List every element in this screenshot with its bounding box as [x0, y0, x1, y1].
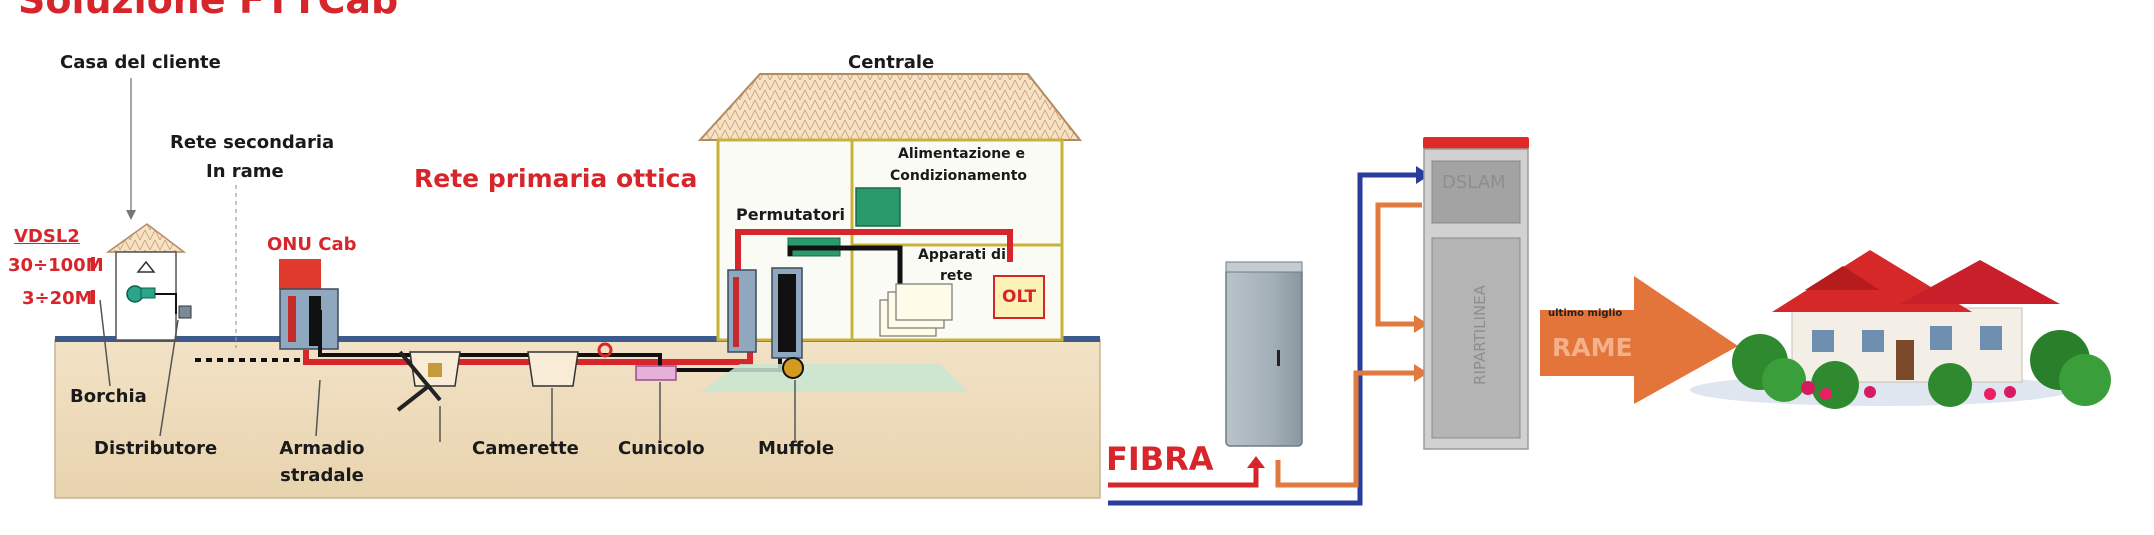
arrow-icon [1414, 364, 1428, 382]
distributore-pointer [159, 319, 179, 437]
label-armadio: Armadio [279, 438, 365, 459]
label-ripartilinea: RIPARTILINEA [1471, 285, 1489, 385]
arrow-icon [1247, 456, 1265, 468]
customer-house-icon [105, 223, 192, 341]
label-rete-primaria-ottica: Rete primaria ottica [414, 164, 698, 193]
label-speed-down: 30÷100M [8, 255, 104, 276]
dslam-rack-icon [1423, 137, 1529, 450]
label-vdsl2: VDSL2 [14, 226, 80, 247]
street-cabinet-icon [1225, 261, 1303, 447]
armadio-pointer [315, 379, 321, 437]
arrow-icon [1416, 166, 1430, 184]
label-rete: rete [940, 268, 973, 284]
onu-cab-cabinet-icon [279, 259, 339, 350]
loop-icon [597, 342, 613, 358]
arrow-icon [126, 210, 136, 220]
label-cunicolo: Cunicolo [618, 438, 705, 459]
label-borchia: Borchia [70, 386, 147, 407]
label-in-rame: In rame [206, 161, 284, 182]
label-alimentazione: Alimentazione e [898, 146, 1026, 162]
speed-bar [91, 257, 95, 271]
label-permutatori: Permutatori [736, 205, 845, 224]
label-onu-cab: ONU Cab [267, 234, 357, 255]
label-ultimo-miglio: ultimo miglio [1548, 308, 1623, 319]
rame-arrow-icon [1540, 276, 1738, 404]
fibra-blue-line [1108, 172, 1416, 506]
label-camerette: Camerette [472, 438, 579, 459]
rame-orange-line [1275, 370, 1414, 488]
label-rame: RAME [1552, 333, 1633, 362]
label-stradale: stradale [280, 465, 364, 486]
label-distributore: Distributore [94, 438, 218, 459]
central-office-building-icon [697, 73, 1083, 392]
borchia-pointer [99, 299, 111, 387]
label-muffole: Muffole [758, 438, 835, 459]
label-rete-secondaria: Rete secondaria [170, 132, 335, 153]
rame-orange-line [1375, 202, 1422, 327]
cameretta-icon [396, 350, 461, 412]
speed-bar [91, 290, 95, 304]
arrow-icon [1414, 315, 1428, 333]
page-title: Soluzione FTTCab [18, 0, 399, 22]
label-olt: OLT [1002, 287, 1037, 307]
label-condizionamento: Condizionamento [890, 168, 1028, 184]
label-speed-up: 3÷20M [22, 288, 93, 309]
villa-house-icon [1690, 250, 2111, 409]
label-centrale: Centrale [848, 52, 935, 73]
label-dslam: DSLAM [1442, 172, 1506, 193]
cunicolo-icon [635, 365, 677, 381]
fibra-red-line [1108, 466, 1259, 488]
cameretta-icon [527, 351, 579, 387]
label-apparati-di: Apparati di [918, 247, 1006, 263]
label-casa-cliente: Casa del cliente [60, 52, 221, 73]
label-fibra: FIBRA [1106, 440, 1214, 478]
